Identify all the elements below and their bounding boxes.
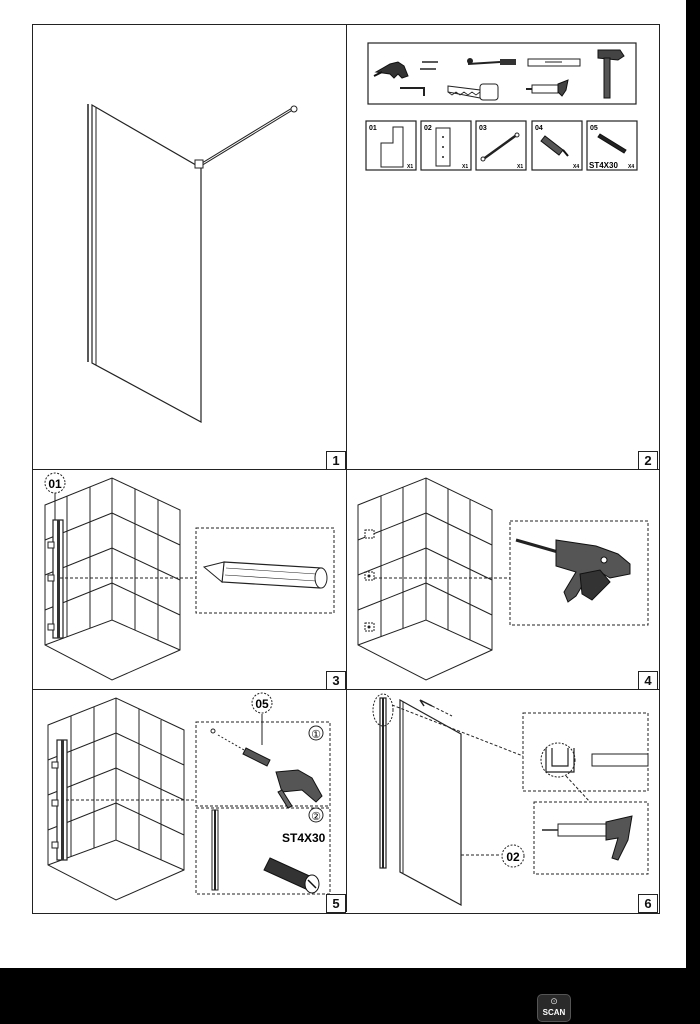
saw-icon	[447, 83, 499, 101]
scan-icon: ⊙	[550, 997, 558, 1007]
detail-box-pencil	[195, 527, 335, 614]
sub-step-2: ②	[311, 811, 321, 823]
part-01-box: 01 X1	[365, 120, 417, 171]
part-code: 01	[369, 125, 377, 132]
panel-5-illustration: 05 ① ② ST4X30	[47, 692, 331, 901]
part-callout-05	[251, 692, 273, 714]
drill-icon	[515, 538, 631, 603]
part-qty: X4	[573, 164, 579, 170]
callout-label: 05	[255, 697, 269, 711]
part-code: 05	[590, 125, 598, 132]
drill-icon	[373, 61, 409, 79]
hammer-icon	[275, 769, 323, 809]
instruction-sheet: 01 X1 02 X1 03 X1 04 X4	[0, 0, 686, 968]
part-04-box: 04 X4	[531, 120, 583, 171]
panel-6-illustration: 02	[372, 693, 649, 907]
scan-label: SCAN	[542, 1008, 566, 1017]
part-code: 04	[535, 125, 543, 132]
panel-4-illustration	[357, 477, 649, 681]
part-code: 03	[479, 125, 487, 132]
panel-3-illustration: 01	[44, 472, 335, 681]
tiled-corner-wall	[357, 477, 493, 681]
detail-box-plug	[195, 721, 331, 807]
silicone-gun-icon	[526, 79, 569, 97]
step-number-2: 2	[638, 451, 658, 470]
silicone-gun-icon	[542, 815, 633, 861]
insert-arrow	[419, 699, 433, 707]
part-qty: X1	[517, 164, 523, 170]
callout-label: 02	[506, 850, 520, 864]
tools-box	[367, 42, 637, 105]
tiled-corner-wall	[44, 477, 181, 681]
part-spec: ST4X30	[589, 161, 618, 170]
u-profile-icon	[380, 126, 404, 168]
wall-plug-icon	[540, 135, 564, 156]
glass-panel	[399, 698, 462, 907]
step-number-1: 1	[326, 451, 346, 470]
part-qty: X4	[628, 164, 634, 170]
detail-box-profile	[522, 712, 649, 792]
parts-row: 01 X1 02 X1 03 X1 04 X4	[365, 120, 638, 171]
screw-icon	[263, 857, 320, 894]
part-02-box: 02 X1	[420, 120, 472, 171]
part-05-box: 05 ST4X30 X4	[586, 120, 638, 171]
part-code: 02	[424, 125, 432, 132]
part-qty: X1	[407, 164, 413, 170]
screwdriver-icon	[467, 58, 516, 65]
pencil-icon	[202, 561, 328, 589]
screw-spec-label: ST4X30	[282, 831, 326, 845]
step-number-6: 6	[638, 894, 658, 913]
glass-panel-icon	[435, 127, 451, 167]
grid-divider-vertical	[346, 24, 347, 912]
glass-panel	[91, 103, 202, 424]
spirit-level-icon	[527, 58, 581, 67]
bit-icon	[420, 61, 438, 70]
scan-button[interactable]: ⊙ SCAN	[537, 994, 571, 1022]
step-number-4: 4	[638, 671, 658, 690]
allen-key-icon	[400, 87, 425, 96]
support-bar-icon	[481, 132, 519, 162]
callout-label: 01	[48, 477, 62, 491]
part-03-box: 03 X1	[475, 120, 527, 171]
panel-1-illustration	[87, 103, 298, 424]
wall-plug-icon	[210, 728, 271, 767]
sub-step-1: ①	[311, 729, 321, 741]
detail-box-drill	[509, 520, 649, 626]
part-callout-01	[44, 472, 66, 494]
step-number-5: 5	[326, 894, 346, 913]
hammer-icon	[597, 49, 625, 99]
screw-icon	[597, 133, 627, 154]
step-number-3: 3	[326, 671, 346, 690]
detail-box-silicone	[533, 801, 649, 875]
detail-box-screw	[195, 807, 331, 895]
part-qty: X1	[462, 164, 468, 170]
part-callout-02	[501, 844, 525, 868]
